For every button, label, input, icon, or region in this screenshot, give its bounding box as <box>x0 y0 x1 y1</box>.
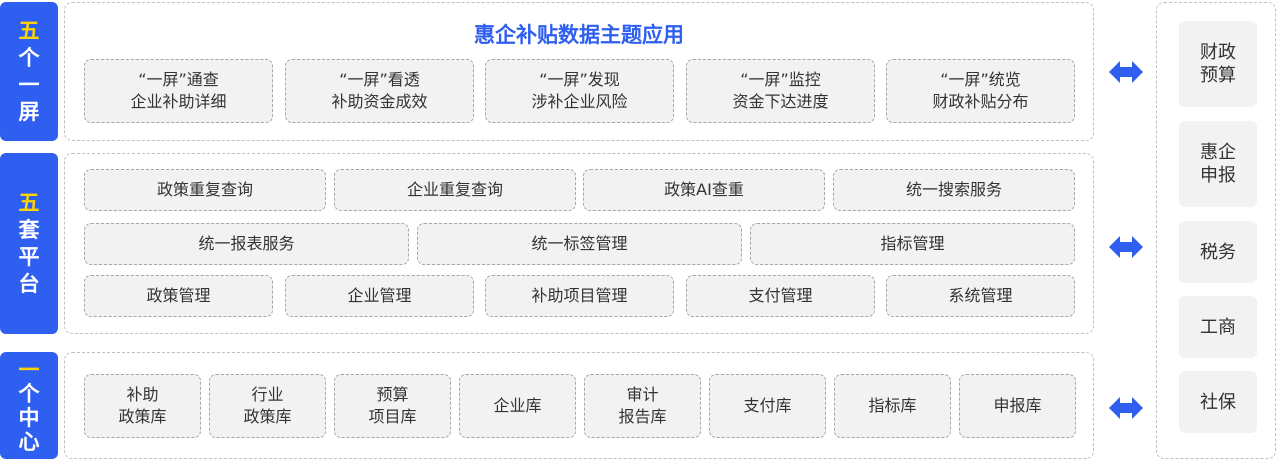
external-item[interactable]: 财政 预算 <box>1179 21 1257 107</box>
screens-panel: 惠企补贴数据主题应用 “一屏”通查企业补助详细 “一屏”看透补助资金成效 “一屏… <box>64 2 1094 141</box>
platform-item[interactable]: 支付管理 <box>686 275 875 317</box>
platform-item[interactable]: 政策管理 <box>84 275 273 317</box>
side-char: 套 <box>18 217 40 242</box>
database-item[interactable]: 支付库 <box>709 374 826 438</box>
database-item[interactable]: 指标库 <box>834 374 951 438</box>
external-item[interactable]: 税务 <box>1179 221 1257 283</box>
platform-item[interactable]: 统一报表服务 <box>84 223 409 265</box>
center-panel: 补助政策库 行业政策库 预算项目库 企业库 审计报告库 支付库 指标库 申报库 <box>64 352 1094 459</box>
platform-item[interactable]: 企业重复查询 <box>334 169 576 211</box>
external-item[interactable]: 工商 <box>1179 296 1257 358</box>
double-arrow-icon <box>1109 397 1143 419</box>
side-char: 五 <box>18 18 40 43</box>
side-char: 个 <box>18 45 40 70</box>
platform-item[interactable]: 政策重复查询 <box>84 169 326 211</box>
side-char: 一 <box>18 357 40 382</box>
database-item[interactable]: 行业政策库 <box>209 374 326 438</box>
database-item[interactable]: 预算项目库 <box>334 374 451 438</box>
side-char: 心 <box>18 429 40 454</box>
external-systems-panel: 财政 预算 惠企 申报 税务 工商 社保 <box>1156 2 1276 459</box>
platform-item[interactable]: 系统管理 <box>886 275 1075 317</box>
side-label-screens: 五 个 一 屏 <box>0 2 58 141</box>
screen-item[interactable]: “一屏”统览财政补贴分布 <box>886 59 1075 123</box>
double-arrow-icon <box>1109 236 1143 258</box>
side-char: 一 <box>18 72 40 97</box>
double-arrow-icon <box>1109 61 1143 83</box>
side-char: 平 <box>18 244 40 269</box>
platform-item[interactable]: 补助项目管理 <box>485 275 674 317</box>
side-label-center: 一 个 中 心 <box>0 352 58 459</box>
platforms-panel: 政策重复查询 企业重复查询 政策AI查重 统一搜索服务 统一报表服务 统一标签管… <box>64 153 1094 334</box>
screen-item[interactable]: “一屏”通查企业补助详细 <box>84 59 273 123</box>
side-char: 台 <box>18 271 40 296</box>
platform-item[interactable]: 企业管理 <box>285 275 474 317</box>
side-char: 五 <box>18 190 40 215</box>
external-item[interactable]: 惠企 申报 <box>1179 121 1257 207</box>
screen-item[interactable]: “一屏”发现涉补企业风险 <box>485 59 674 123</box>
side-char: 中 <box>18 405 40 430</box>
database-item[interactable]: 补助政策库 <box>84 374 201 438</box>
screen-item[interactable]: “一屏”监控资金下达进度 <box>686 59 875 123</box>
platform-item[interactable]: 统一搜索服务 <box>833 169 1075 211</box>
platform-item[interactable]: 统一标签管理 <box>417 223 742 265</box>
platform-item[interactable]: 政策AI查重 <box>583 169 825 211</box>
side-char: 屏 <box>18 99 40 124</box>
database-item[interactable]: 审计报告库 <box>584 374 701 438</box>
panel-title: 惠企补贴数据主题应用 <box>474 23 684 47</box>
database-item[interactable]: 申报库 <box>959 374 1076 438</box>
platform-item[interactable]: 指标管理 <box>750 223 1075 265</box>
side-char: 个 <box>18 381 40 406</box>
database-item[interactable]: 企业库 <box>459 374 576 438</box>
screen-item[interactable]: “一屏”看透补助资金成效 <box>285 59 474 123</box>
external-item[interactable]: 社保 <box>1179 371 1257 433</box>
side-label-platforms: 五 套 平 台 <box>0 153 58 334</box>
